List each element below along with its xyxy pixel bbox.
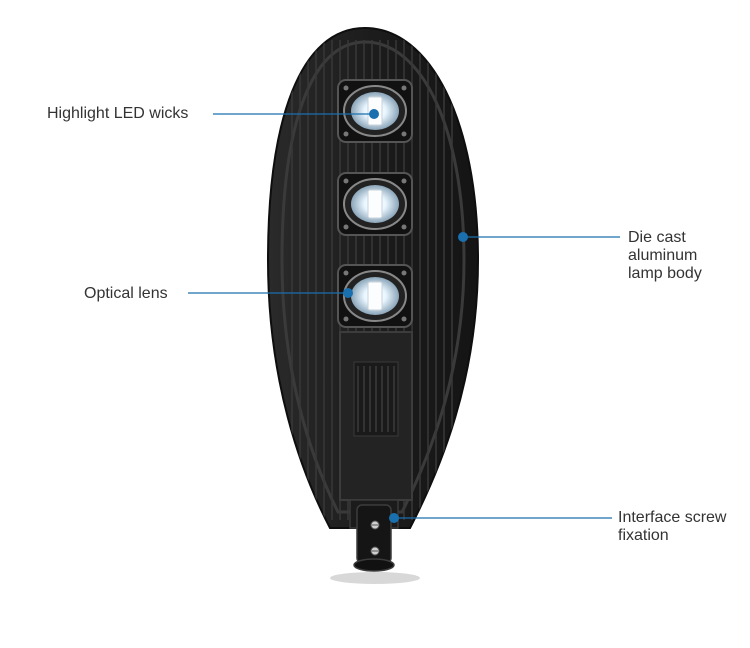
leader-diecast xyxy=(458,232,620,242)
label-optical-lens: Optical lens xyxy=(84,285,168,302)
led-module-3 xyxy=(337,264,413,328)
label-die-cast-line-2: aluminum xyxy=(628,247,698,264)
label-die-cast-line-1: Die cast xyxy=(628,229,686,246)
leader-optical xyxy=(188,288,353,298)
label-die-cast-body: Die cast aluminum lamp body xyxy=(628,229,702,283)
led-module-2 xyxy=(337,172,413,236)
label-highlight-led-wicks: Highlight LED wicks xyxy=(47,105,189,122)
label-interface-screw: Interface screw fixation xyxy=(618,509,726,545)
ground-shadow xyxy=(330,572,420,584)
leader-interface xyxy=(389,513,612,523)
label-die-cast-line-3: lamp body xyxy=(628,265,702,282)
pole-mount xyxy=(349,499,399,572)
driver-housing xyxy=(339,331,413,501)
label-interface-line-1: Interface screw xyxy=(618,509,727,526)
leader-highlight xyxy=(213,109,379,119)
label-interface-line-2: fixation xyxy=(618,527,669,544)
